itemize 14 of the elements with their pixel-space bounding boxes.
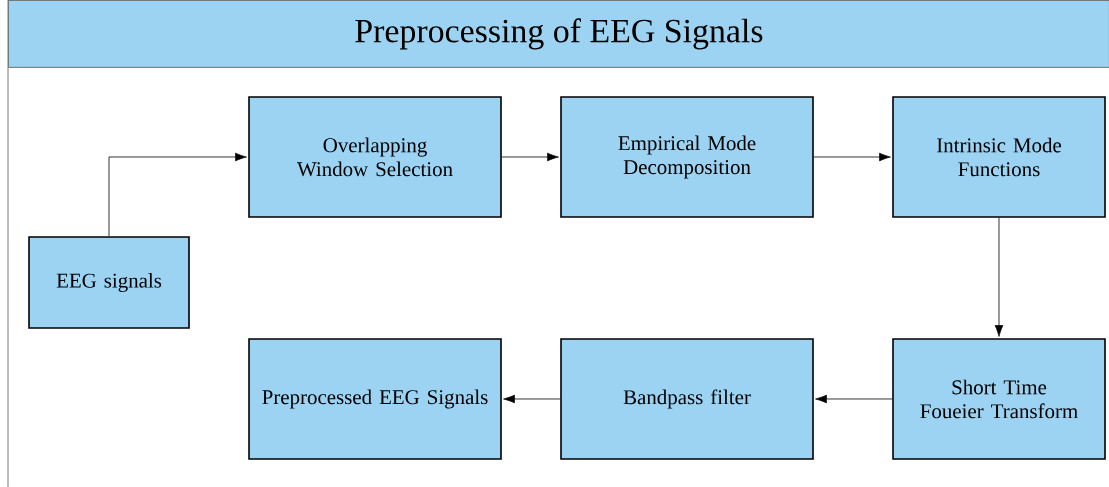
title-band: Preprocessing of EEG Signals xyxy=(8,0,1109,68)
arrow xyxy=(813,152,891,162)
arrow xyxy=(994,217,1004,337)
arrow xyxy=(501,152,559,162)
arrow xyxy=(108,152,247,237)
process-box: Preprocessed EEG Signals xyxy=(248,338,502,460)
process-box: Bandpass filter xyxy=(560,338,814,460)
process-box: EEG signals xyxy=(28,236,190,329)
arrow xyxy=(503,394,561,404)
arrow xyxy=(815,394,893,404)
process-box: Intrinsic Mode Functions xyxy=(892,96,1106,218)
process-box: Short Time Foueier Transform xyxy=(892,338,1106,460)
process-box: Empirical Mode Decomposition xyxy=(560,96,814,218)
process-box: Overlapping Window Selection xyxy=(248,96,502,218)
